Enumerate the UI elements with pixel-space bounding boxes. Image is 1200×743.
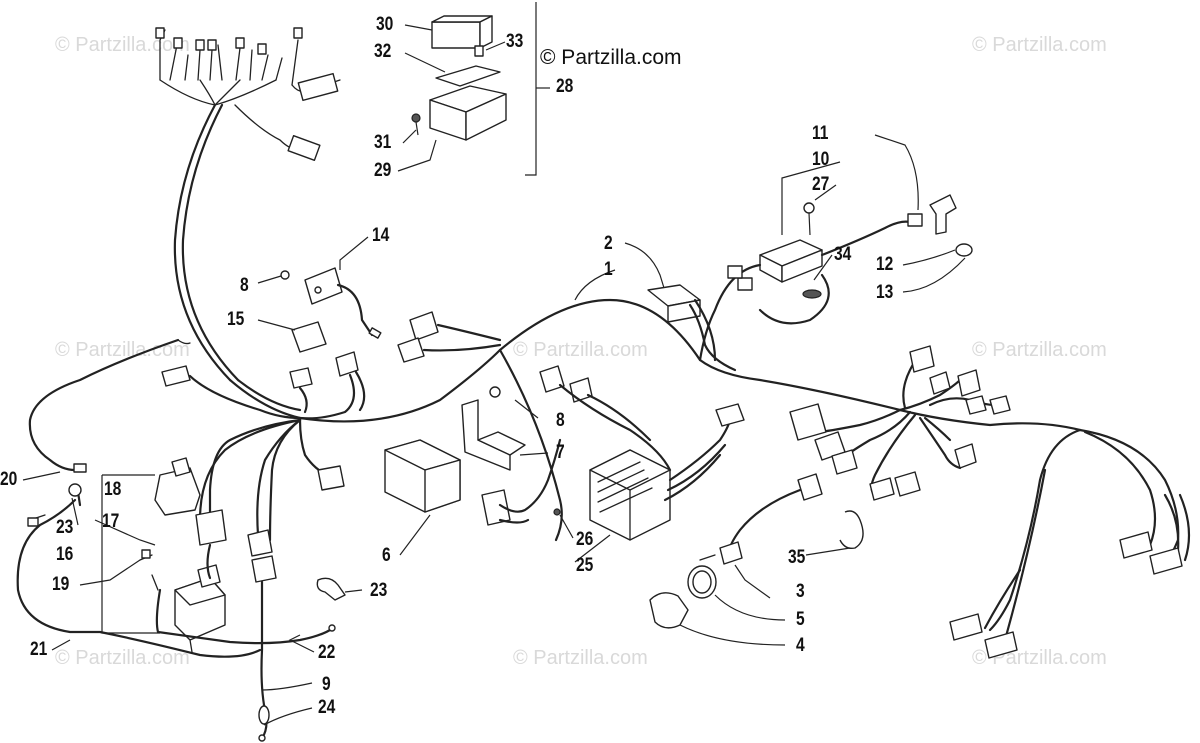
callout-22: 22 xyxy=(318,642,336,663)
callout-23: 23 xyxy=(370,580,388,601)
callout-18: 18 xyxy=(104,479,122,500)
brand-text: © Partzilla.com xyxy=(540,46,682,69)
relay-assembly xyxy=(698,194,973,362)
watermark: © Partzilla.com xyxy=(513,339,648,361)
callout-3: 3 xyxy=(796,581,805,602)
watermark: © Partzilla.com xyxy=(55,34,190,56)
fuse-box-assembly xyxy=(411,2,537,176)
watermark: © Partzilla.com xyxy=(972,34,1107,56)
watermark: © Partzilla.com xyxy=(513,647,648,669)
callout-16: 16 xyxy=(56,544,74,565)
callout-23: 23 xyxy=(56,517,74,538)
callout-27: 27 xyxy=(812,174,830,195)
callout-34: 34 xyxy=(834,244,852,265)
callout-7: 7 xyxy=(556,442,565,463)
leader-lines xyxy=(22,24,966,726)
watermark: © Partzilla.com xyxy=(55,647,190,669)
callout-31: 31 xyxy=(374,132,392,153)
center-left-connectors xyxy=(28,311,502,473)
callout-30: 30 xyxy=(376,14,394,35)
watermark: © Partzilla.com xyxy=(55,339,190,361)
callout-8: 8 xyxy=(556,410,565,431)
boot xyxy=(316,577,346,601)
ring xyxy=(839,510,864,550)
terminal-cluster xyxy=(155,27,341,162)
callout-19: 19 xyxy=(52,574,70,595)
callout-26: 26 xyxy=(576,529,594,550)
callout-13: 13 xyxy=(876,282,894,303)
callout-10: 10 xyxy=(812,149,830,170)
callout-24: 24 xyxy=(318,697,336,718)
sensor-assembly xyxy=(257,267,382,339)
plug xyxy=(649,592,689,629)
callout-29: 29 xyxy=(374,160,392,181)
callout-1: 1 xyxy=(604,259,613,280)
callout-11: 11 xyxy=(812,123,829,144)
callout-25: 25 xyxy=(576,555,594,576)
right-harness-cluster xyxy=(789,345,1191,659)
connector xyxy=(317,465,345,491)
callout-32: 32 xyxy=(374,41,392,62)
callout-9: 9 xyxy=(322,674,331,695)
callout-21: 21 xyxy=(30,639,48,660)
callout-2: 2 xyxy=(604,233,613,254)
callout-6: 6 xyxy=(382,545,391,566)
callout-8: 8 xyxy=(240,275,249,296)
callout-4: 4 xyxy=(796,635,805,656)
callout-15: 15 xyxy=(227,309,245,330)
callout-20: 20 xyxy=(0,469,18,490)
watermark: © Partzilla.com xyxy=(972,339,1107,361)
callout-14: 14 xyxy=(372,225,390,246)
callout-17: 17 xyxy=(102,511,120,532)
callout-12: 12 xyxy=(876,254,894,275)
component-18 xyxy=(154,467,201,516)
callout-33: 33 xyxy=(506,31,524,52)
callout-5: 5 xyxy=(796,609,805,630)
callout-35: 35 xyxy=(788,547,806,568)
callout-28: 28 xyxy=(556,76,574,97)
